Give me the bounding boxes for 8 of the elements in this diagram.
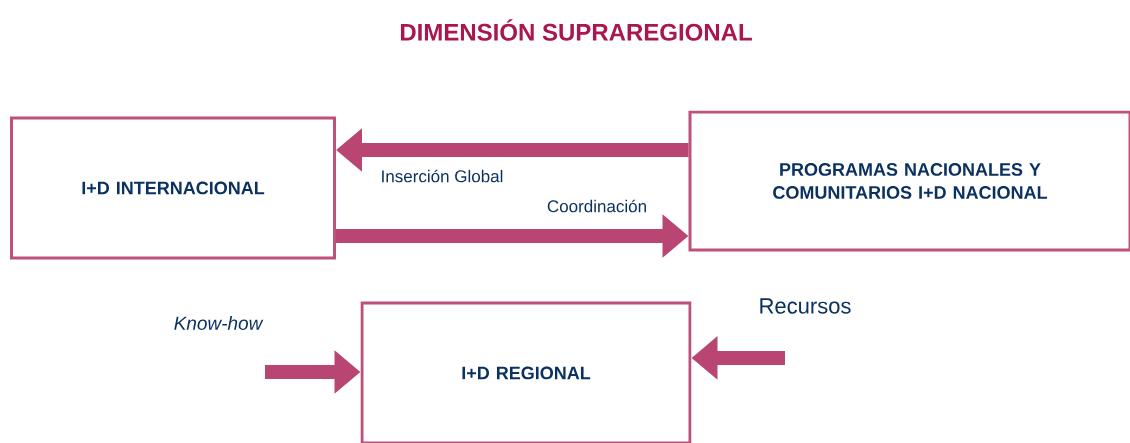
- box: I+D INTERNACIONAL: [10, 116, 336, 260]
- edge-label: Coordinación: [545, 198, 649, 214]
- edge-label: Recursos: [757, 297, 853, 315]
- title: DIMENSIÓN SUPRAREGIONAL: [400, 19, 752, 41]
- box: PROGRAMAS NACIONALES Y COMUNITARIOS I+D NACIONAL: [688, 110, 1130, 252]
- box: I+D REGIONAL: [360, 301, 692, 443]
- edge-label: Know-how: [172, 315, 264, 331]
- edge-label: Inserción Global: [379, 168, 505, 184]
